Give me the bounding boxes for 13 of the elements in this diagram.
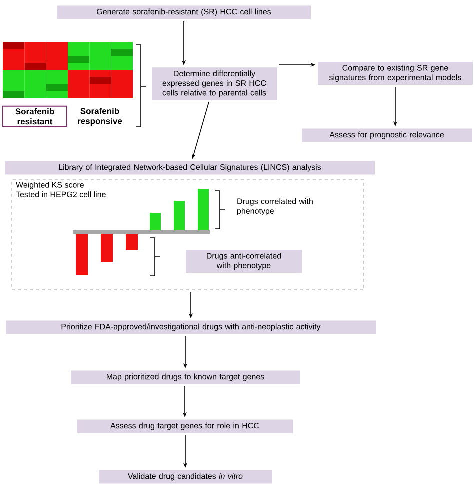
process-box: Generate sorafenib-resistant (SR) HCC cell lines bbox=[57, 6, 311, 20]
text-label: Drugs correlated with phenotype bbox=[238, 198, 313, 216]
process-box: Assess for prognostic relevance bbox=[302, 128, 472, 142]
process-box: Map prioritized drugs to known target genes bbox=[71, 370, 300, 384]
process-box: Compare to existing SR gene signatures from experimental models bbox=[318, 62, 473, 86]
process-box: Library of Integrated Network-based Cellular Signatures (LINCS) analysis bbox=[5, 161, 375, 175]
process-box: Validate drug candidates in vitro bbox=[99, 470, 272, 484]
process-box: Drugs anti-correlated with phenotype bbox=[186, 250, 302, 274]
label-box: Sorafenib resistant bbox=[2, 106, 68, 128]
process-box: Assess drug target genes for role in HCC bbox=[77, 420, 293, 434]
process-box: Prioritize FDA-approved/investigational drugs with anti-neoplastic activity bbox=[6, 320, 376, 334]
text-label: Sorafenib responsive bbox=[78, 108, 122, 126]
process-box: Determine differentially expressed genes in SR HCC cells relative to parental cells bbox=[152, 68, 277, 100]
